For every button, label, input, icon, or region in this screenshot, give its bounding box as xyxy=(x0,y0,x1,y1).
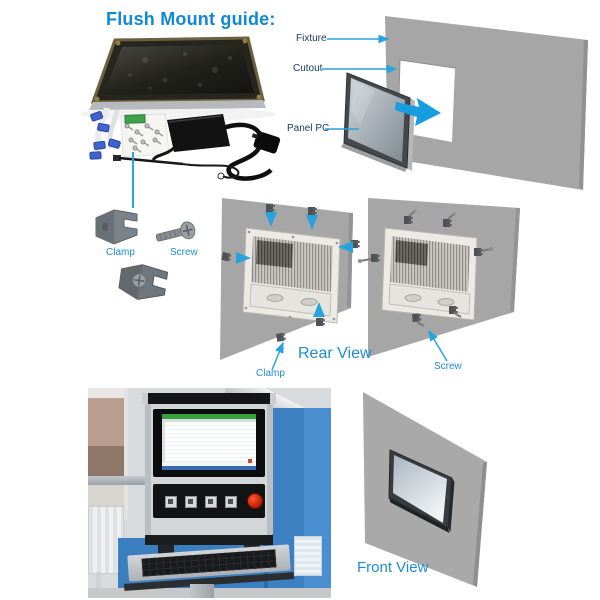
photo-machine-label xyxy=(294,536,322,576)
enclosure-cap-left xyxy=(142,393,148,404)
insert-direction-arrow xyxy=(395,98,441,126)
panel-pc-device xyxy=(89,36,266,110)
vga-connectors xyxy=(89,111,121,160)
photo-rail xyxy=(88,476,146,485)
clamp-with-screw-image xyxy=(118,264,169,300)
rear-screw-label: Screw xyxy=(434,361,462,372)
screen-titlebar xyxy=(162,414,256,419)
enclosure-screen-panel xyxy=(153,409,265,477)
power-cord xyxy=(222,122,273,181)
panel-pc-label: Panel PC xyxy=(287,123,330,134)
enclosure-arm-left xyxy=(158,545,174,555)
control-button-2 xyxy=(185,496,197,508)
front-view-diagram xyxy=(363,392,487,587)
screen-toolbar xyxy=(162,419,256,422)
leader-lines xyxy=(322,34,398,130)
photo-window xyxy=(88,388,128,520)
terminal-block xyxy=(124,114,146,124)
page-title: Flush Mount guide: xyxy=(106,9,276,29)
rear-clamp-label: Clamp xyxy=(256,368,285,379)
fastened-clamps xyxy=(358,209,493,327)
emergency-stop-button xyxy=(247,493,263,509)
control-button-4 xyxy=(225,496,237,508)
enclosure-screen xyxy=(162,414,256,470)
antenna xyxy=(113,155,240,180)
front-panel-screen xyxy=(393,455,447,523)
screen-red-marker xyxy=(248,459,252,463)
control-button-1 xyxy=(165,496,177,508)
enclosure-under-frame xyxy=(145,535,273,545)
photo-pipe xyxy=(96,572,101,598)
fixture-label: Fixture xyxy=(296,33,327,44)
enclosure-body xyxy=(145,404,273,535)
enclosure-top-bar xyxy=(142,393,276,404)
panel-pc-screen xyxy=(103,45,254,95)
screw-image xyxy=(155,221,196,242)
power-adapter xyxy=(151,114,281,181)
keyboard xyxy=(141,549,277,577)
rear-view-screws-diagram xyxy=(358,198,520,362)
exploded-mounting-diagram xyxy=(322,16,588,190)
enclosure-cap-right xyxy=(270,393,276,404)
panel-pc-kit-photo xyxy=(80,36,281,181)
rear-view-clamps-diagram xyxy=(220,198,360,371)
screw-label-arrow xyxy=(428,329,448,362)
panel-pc-base-edge xyxy=(89,100,266,110)
clamp-image xyxy=(95,209,138,245)
clamp-label-arrow xyxy=(271,341,284,371)
enclosure-pole xyxy=(190,584,214,598)
rear-panel-left xyxy=(242,227,341,324)
screen-spreadsheet-rows xyxy=(165,422,256,462)
control-button-3 xyxy=(205,496,217,508)
screw-packet xyxy=(120,113,170,158)
enclosure-control-panel xyxy=(153,484,265,518)
front-mounted-panel-pc xyxy=(388,449,455,533)
power-plug xyxy=(251,131,281,154)
cutout-label: Cutout xyxy=(293,63,323,74)
clamp-label: Clamp xyxy=(106,247,135,258)
rear-view-caption: Rear View xyxy=(298,345,372,362)
screw-label: Screw xyxy=(170,247,198,258)
screen-taskbar xyxy=(162,466,256,470)
panel-pc-exploded xyxy=(341,72,415,172)
kit-to-clamp-leader-line xyxy=(132,152,134,208)
fixture-panel xyxy=(385,16,588,190)
rear-view-diagrams xyxy=(220,198,520,371)
workstation-photo xyxy=(88,388,331,598)
rear-panel-right xyxy=(381,227,478,321)
front-view-caption: Front View xyxy=(357,559,429,576)
screen-row-headers xyxy=(162,422,165,462)
clamp-insert-arrows xyxy=(236,212,353,317)
